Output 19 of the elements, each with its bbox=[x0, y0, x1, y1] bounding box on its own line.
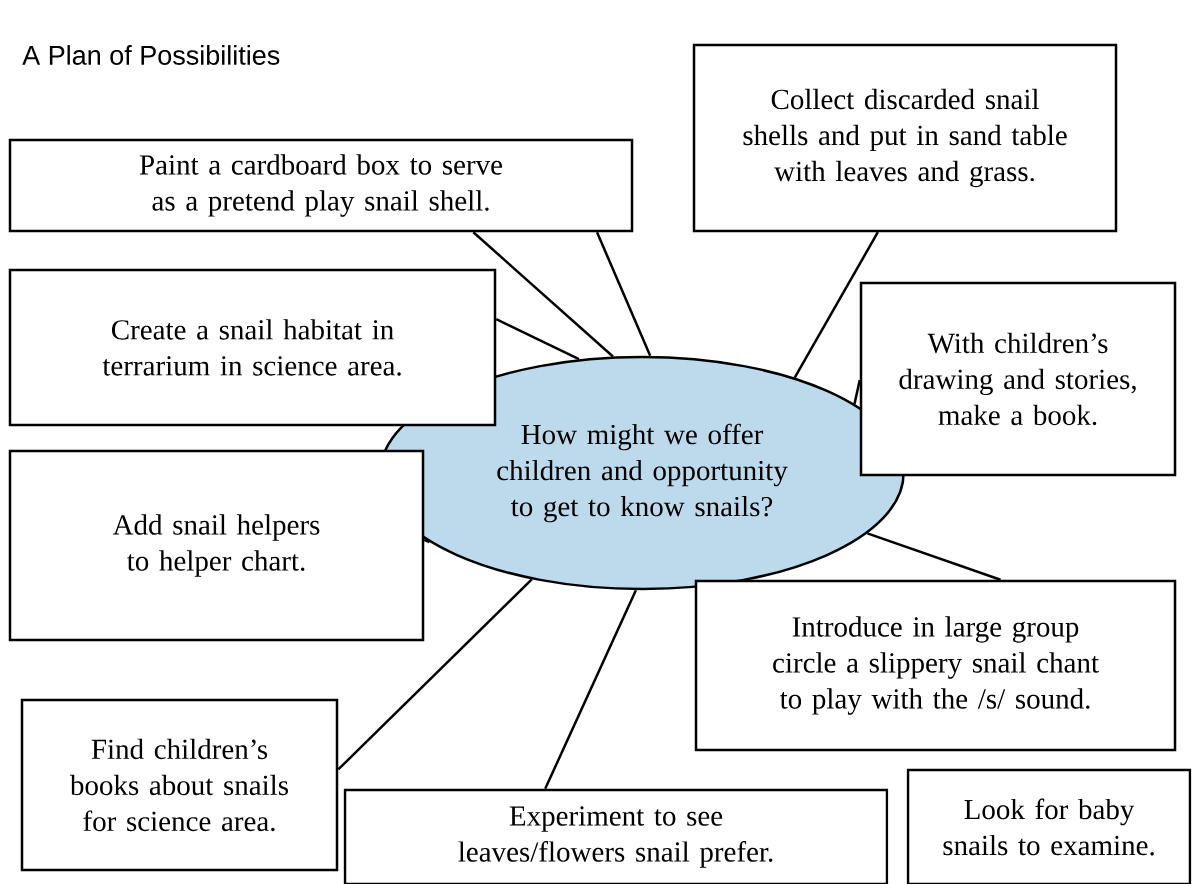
connector-line bbox=[853, 379, 861, 405]
connector-line bbox=[423, 538, 431, 544]
text-box: Find children’s books about snails for science area. bbox=[20, 698, 339, 872]
text-box: Add snail helpers to helper chart. bbox=[8, 449, 425, 642]
text-box: With children’s drawing and stories, make a book. bbox=[859, 281, 1177, 477]
text-box: Paint a cardboard box to serve as a pretend play snail shell. bbox=[8, 138, 634, 233]
title: A Plan of Possibilities bbox=[22, 45, 280, 65]
text-box: Introduce in large group circle a slippery snail chant to play with the /s/ sound. bbox=[694, 579, 1177, 752]
text-box: Look for baby snails to examine. bbox=[906, 768, 1192, 884]
text-box: Create a snail habitat in terrarium in science area. bbox=[8, 268, 497, 427]
connector-line bbox=[472, 231, 614, 358]
connector-line bbox=[544, 589, 637, 790]
connector-line bbox=[595, 231, 652, 357]
connector-line bbox=[866, 532, 1001, 581]
text-box: Collect discarded snail shells and put in sand table with leaves and grass. bbox=[692, 43, 1118, 233]
text-box: Experiment to see leaves/flowers snail prefer. bbox=[343, 788, 889, 884]
connector-line bbox=[337, 578, 533, 771]
connector-line bbox=[495, 318, 580, 361]
connector-line bbox=[793, 231, 879, 379]
